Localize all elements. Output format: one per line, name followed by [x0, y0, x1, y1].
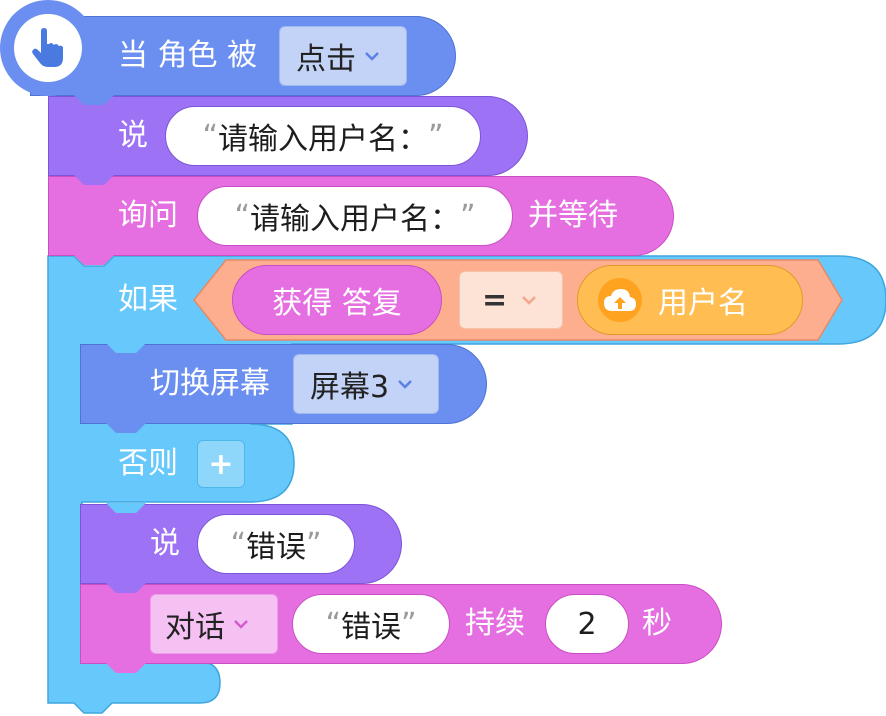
- dialog-unit: 秒: [642, 606, 672, 641]
- event-dropdown[interactable]: 点击: [279, 26, 407, 86]
- add-else-button[interactable]: +: [197, 440, 245, 488]
- cloud-badge: [598, 278, 642, 322]
- say-text-input-2[interactable]: “错误”: [197, 514, 355, 574]
- chevron-down-icon: [522, 296, 537, 305]
- ask-text-input[interactable]: “请输入用户名：”: [197, 186, 513, 246]
- operator-dropdown[interactable]: =: [459, 271, 563, 329]
- chevron-down-icon: [398, 380, 412, 389]
- switch-screen-label: 切换屏幕: [150, 366, 270, 401]
- answer-reporter[interactable]: 获得 答复: [232, 265, 442, 335]
- chevron-down-icon: [365, 52, 379, 61]
- say-label-2: 说: [150, 526, 180, 561]
- hand-pointer-icon: [32, 28, 63, 67]
- say-label-1: 说: [118, 118, 148, 153]
- dialog-duration-prefix: 持续: [465, 606, 525, 641]
- dialog-type-dropdown[interactable]: 对话: [150, 594, 278, 654]
- say-text-input-1[interactable]: “请输入用户名：”: [165, 106, 481, 166]
- duration-input[interactable]: 2: [545, 594, 629, 654]
- else-label: 否则: [118, 446, 178, 481]
- dialog-text-input[interactable]: “错误”: [292, 594, 450, 654]
- hat-icon-circle: [14, 14, 82, 82]
- if-label: 如果: [118, 282, 178, 317]
- hat-prefix: 当 角色 被: [118, 38, 258, 73]
- chevron-down-icon: [234, 620, 248, 629]
- cloud-upload-icon: [604, 289, 636, 311]
- ask-label: 询问: [118, 198, 178, 233]
- ask-suffix: 并等待: [528, 198, 618, 233]
- variable-reporter-username[interactable]: 用户名: [577, 265, 803, 335]
- screen-dropdown[interactable]: 屏幕3: [293, 354, 439, 414]
